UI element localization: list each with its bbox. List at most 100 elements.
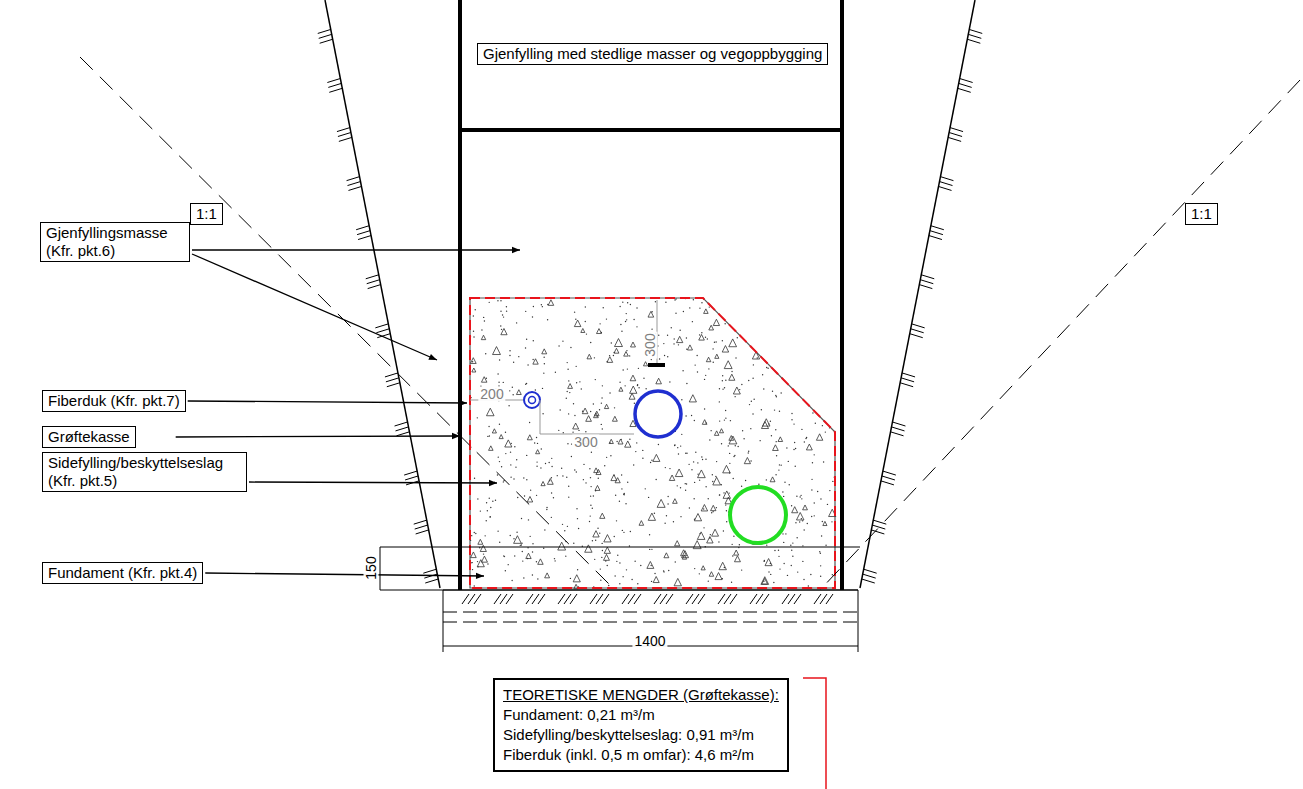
sand-dot — [622, 369, 623, 370]
sand-dot — [568, 496, 569, 497]
sand-dot — [614, 575, 615, 576]
sand-dot — [601, 557, 602, 558]
stone-mark — [600, 513, 605, 518]
sand-dot — [699, 334, 700, 335]
stone-mark — [481, 335, 485, 339]
sand-dot — [811, 479, 812, 480]
sand-dot — [785, 533, 786, 534]
sand-dot — [592, 540, 593, 541]
sand-dot — [509, 355, 510, 356]
sand-dot — [773, 582, 774, 583]
sand-dot — [566, 476, 567, 477]
ground-hatch — [864, 569, 877, 573]
stone-mark — [719, 562, 726, 569]
ground-hatch — [347, 177, 360, 181]
sand-dot — [794, 442, 795, 443]
sand-dot — [577, 569, 578, 570]
sand-dot — [486, 520, 487, 521]
stone-mark — [701, 566, 705, 570]
sand-dot — [791, 413, 792, 414]
sand-dot — [715, 476, 716, 477]
sand-dot — [804, 441, 805, 442]
ground-hatch — [872, 525, 885, 529]
ground-hatch — [348, 182, 361, 186]
stone-mark — [762, 578, 768, 584]
sand-dot — [812, 462, 813, 463]
sand-dot — [689, 307, 690, 308]
stone-mark — [614, 348, 619, 353]
sand-dot — [590, 495, 591, 496]
ground-hatch — [660, 594, 667, 604]
slope-line — [820, 80, 1300, 590]
sand-dot — [576, 382, 577, 383]
sand-dot — [730, 420, 731, 421]
sand-dot — [515, 466, 516, 467]
sand-dot — [665, 467, 666, 468]
sand-dot — [532, 551, 533, 552]
sand-dot — [562, 524, 563, 525]
stone-mark — [792, 507, 798, 513]
sand-dot — [677, 485, 678, 486]
sand-dot — [522, 560, 523, 561]
sand-dot — [630, 531, 631, 532]
stone-mark — [694, 514, 701, 521]
sand-dot — [820, 576, 821, 577]
sand-dot — [510, 476, 511, 477]
sand-dot — [521, 518, 522, 519]
sand-dot — [532, 574, 533, 575]
sand-dot — [566, 362, 567, 363]
sand-dot — [553, 497, 554, 498]
sand-dot — [729, 463, 730, 464]
sand-dot — [707, 338, 708, 339]
sand-dot — [547, 319, 548, 320]
sand-dot — [474, 585, 475, 586]
sand-dot — [489, 498, 490, 499]
ground-hatch — [910, 334, 923, 338]
sand-dot — [512, 387, 513, 388]
sand-dot — [723, 492, 724, 493]
sand-dot — [551, 517, 552, 518]
sand-dot — [674, 445, 675, 446]
sand-dot — [506, 306, 507, 307]
sand-dot — [829, 490, 830, 491]
sand-dot — [513, 478, 514, 479]
sand-dot — [547, 304, 548, 305]
sand-dot — [649, 549, 650, 550]
sand-dot — [722, 388, 723, 389]
sand-dot — [604, 465, 605, 466]
ground-hatch — [338, 132, 351, 136]
sand-dot — [694, 519, 695, 520]
stone-mark — [733, 387, 740, 394]
ground-hatch — [468, 594, 475, 604]
sand-dot — [535, 389, 536, 390]
sand-dot — [593, 403, 594, 404]
sand-dot — [572, 431, 573, 432]
sand-dot — [610, 455, 611, 456]
sand-dot — [599, 409, 600, 410]
sand-dot — [711, 512, 712, 513]
stone-mark — [542, 349, 547, 354]
stone-mark — [593, 531, 599, 537]
sand-dot — [517, 497, 518, 498]
sand-dot — [500, 300, 501, 301]
sand-dot — [619, 382, 620, 383]
ground-hatch — [395, 422, 408, 426]
sand-dot — [520, 545, 521, 546]
stone-mark — [714, 431, 718, 435]
sand-dot — [803, 529, 804, 530]
sand-dot — [779, 411, 780, 412]
sand-dot — [561, 467, 562, 468]
sand-dot — [691, 415, 692, 416]
ground-hatch — [416, 530, 429, 534]
sand-dot — [570, 347, 571, 348]
sand-dot — [483, 317, 484, 318]
ground-hatch — [337, 128, 350, 132]
sand-dot — [551, 492, 552, 493]
sand-dot — [621, 331, 622, 332]
sand-dot — [575, 366, 576, 367]
sand-dot — [546, 507, 547, 508]
sand-dot — [779, 464, 780, 465]
sand-dot — [748, 380, 749, 381]
sand-dot — [825, 431, 826, 432]
sand-dot — [761, 409, 762, 410]
